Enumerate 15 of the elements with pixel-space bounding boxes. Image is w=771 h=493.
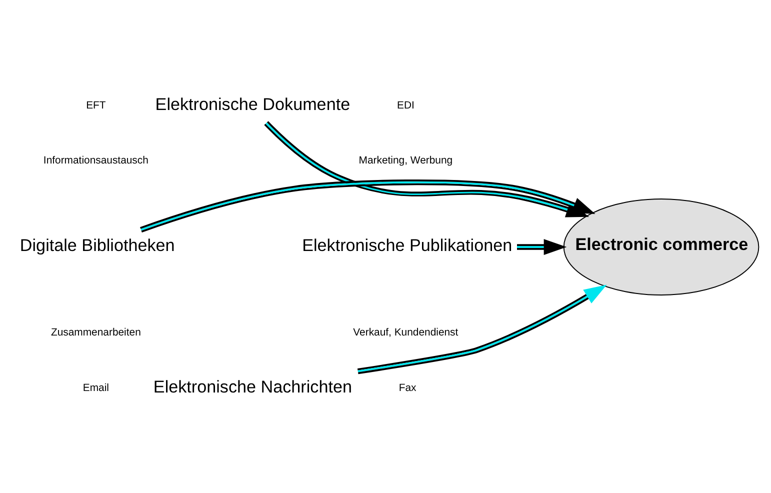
label: Verkauf, Kundendienst xyxy=(353,327,458,338)
node-text: Elektronische Publikationen xyxy=(302,236,512,255)
label: Email xyxy=(82,382,109,394)
arrow xyxy=(357,284,607,374)
arrow xyxy=(517,238,567,254)
label: Zusammenarbeiten xyxy=(50,327,141,338)
label: EFT xyxy=(86,100,106,112)
node-text: Digitale Bibliotheken xyxy=(20,236,175,255)
label: EDI xyxy=(396,100,414,112)
arrow xyxy=(140,179,596,232)
node-text: Elektronische Nachrichten xyxy=(153,376,352,396)
label: Fax xyxy=(398,382,416,394)
label: Informationsaustausch xyxy=(43,155,148,166)
node-text: Elektronische Dokumente xyxy=(155,94,350,114)
label: Marketing, Werbung xyxy=(358,155,453,166)
